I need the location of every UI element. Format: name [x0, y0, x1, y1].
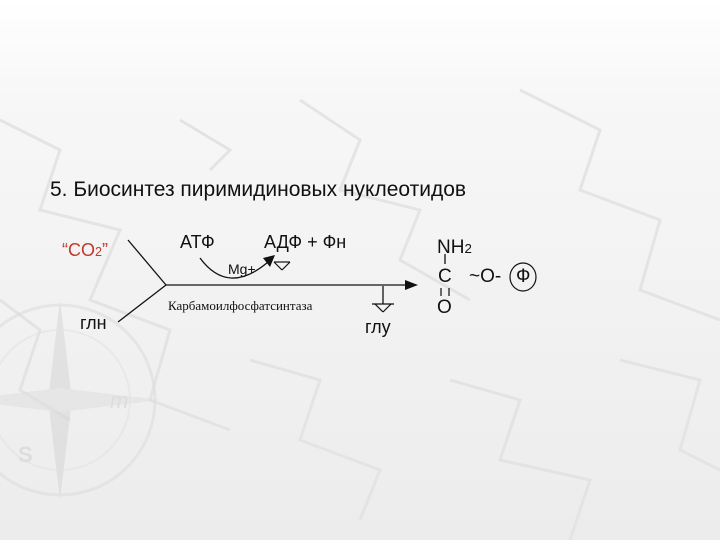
phosphate-circle [509, 262, 537, 292]
slide-title: 5. Биосинтез пиримидиновых нуклеотидов [50, 178, 467, 201]
atp-label: АТФ [180, 232, 215, 252]
co2-open: “CO [62, 240, 95, 260]
product-nh2: NH2 [437, 238, 472, 257]
product-linkage: ~O- [469, 266, 502, 287]
atp-adp-curve-arrow [199, 257, 269, 279]
co2-branch-line [127, 239, 167, 286]
co2-subscript: 2 [95, 245, 103, 259]
nh2-subscript: 2 [464, 241, 472, 256]
gln-branch-line [117, 284, 167, 323]
enzyme-label: Карбамоилфосфатсинтаза [168, 298, 313, 313]
co2-label: “CO2” [62, 241, 108, 259]
svg-text:m: m [110, 388, 128, 413]
glu-label: глу [365, 317, 391, 337]
gln-label: глн [80, 313, 107, 333]
nh2-main: NH [437, 237, 465, 258]
svg-text:S: S [18, 442, 33, 467]
product-carbon: C [438, 266, 452, 287]
compass-decoration: m S [0, 300, 160, 500]
main-arrow-head [405, 280, 418, 290]
adp-pi-label: АДФ + Фн [264, 232, 347, 252]
mg-label: Mg+ [228, 261, 256, 277]
atp-curve-arrow-head [263, 255, 275, 267]
product-phosphate: Ф [516, 266, 531, 287]
co2-close: ” [102, 240, 109, 260]
product-oxygen: O [437, 297, 452, 318]
